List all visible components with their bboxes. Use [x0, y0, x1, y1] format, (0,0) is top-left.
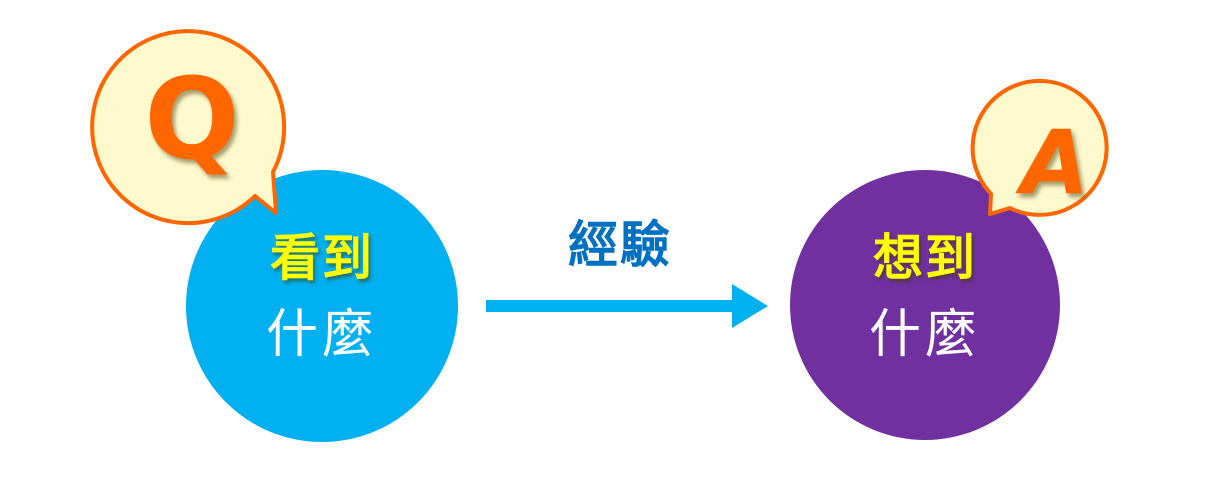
arrow-right-icon — [486, 284, 768, 328]
think-what-circle: 想到 什麼 — [790, 170, 1060, 440]
experience-label: 經驗 — [568, 216, 672, 274]
think-label: 想到 — [873, 229, 977, 287]
what-label-left: 什麼 — [265, 305, 378, 365]
answer-letter: A — [1020, 111, 1090, 214]
question-bubble-icon — [90, 29, 287, 226]
see-what-circle: 看到 什麼 — [186, 170, 458, 442]
what-label-right: 什麼 — [868, 305, 981, 365]
see-label: 看到 — [270, 229, 374, 287]
answer-bubble-icon — [970, 78, 1109, 217]
question-letter: Q — [144, 55, 240, 185]
